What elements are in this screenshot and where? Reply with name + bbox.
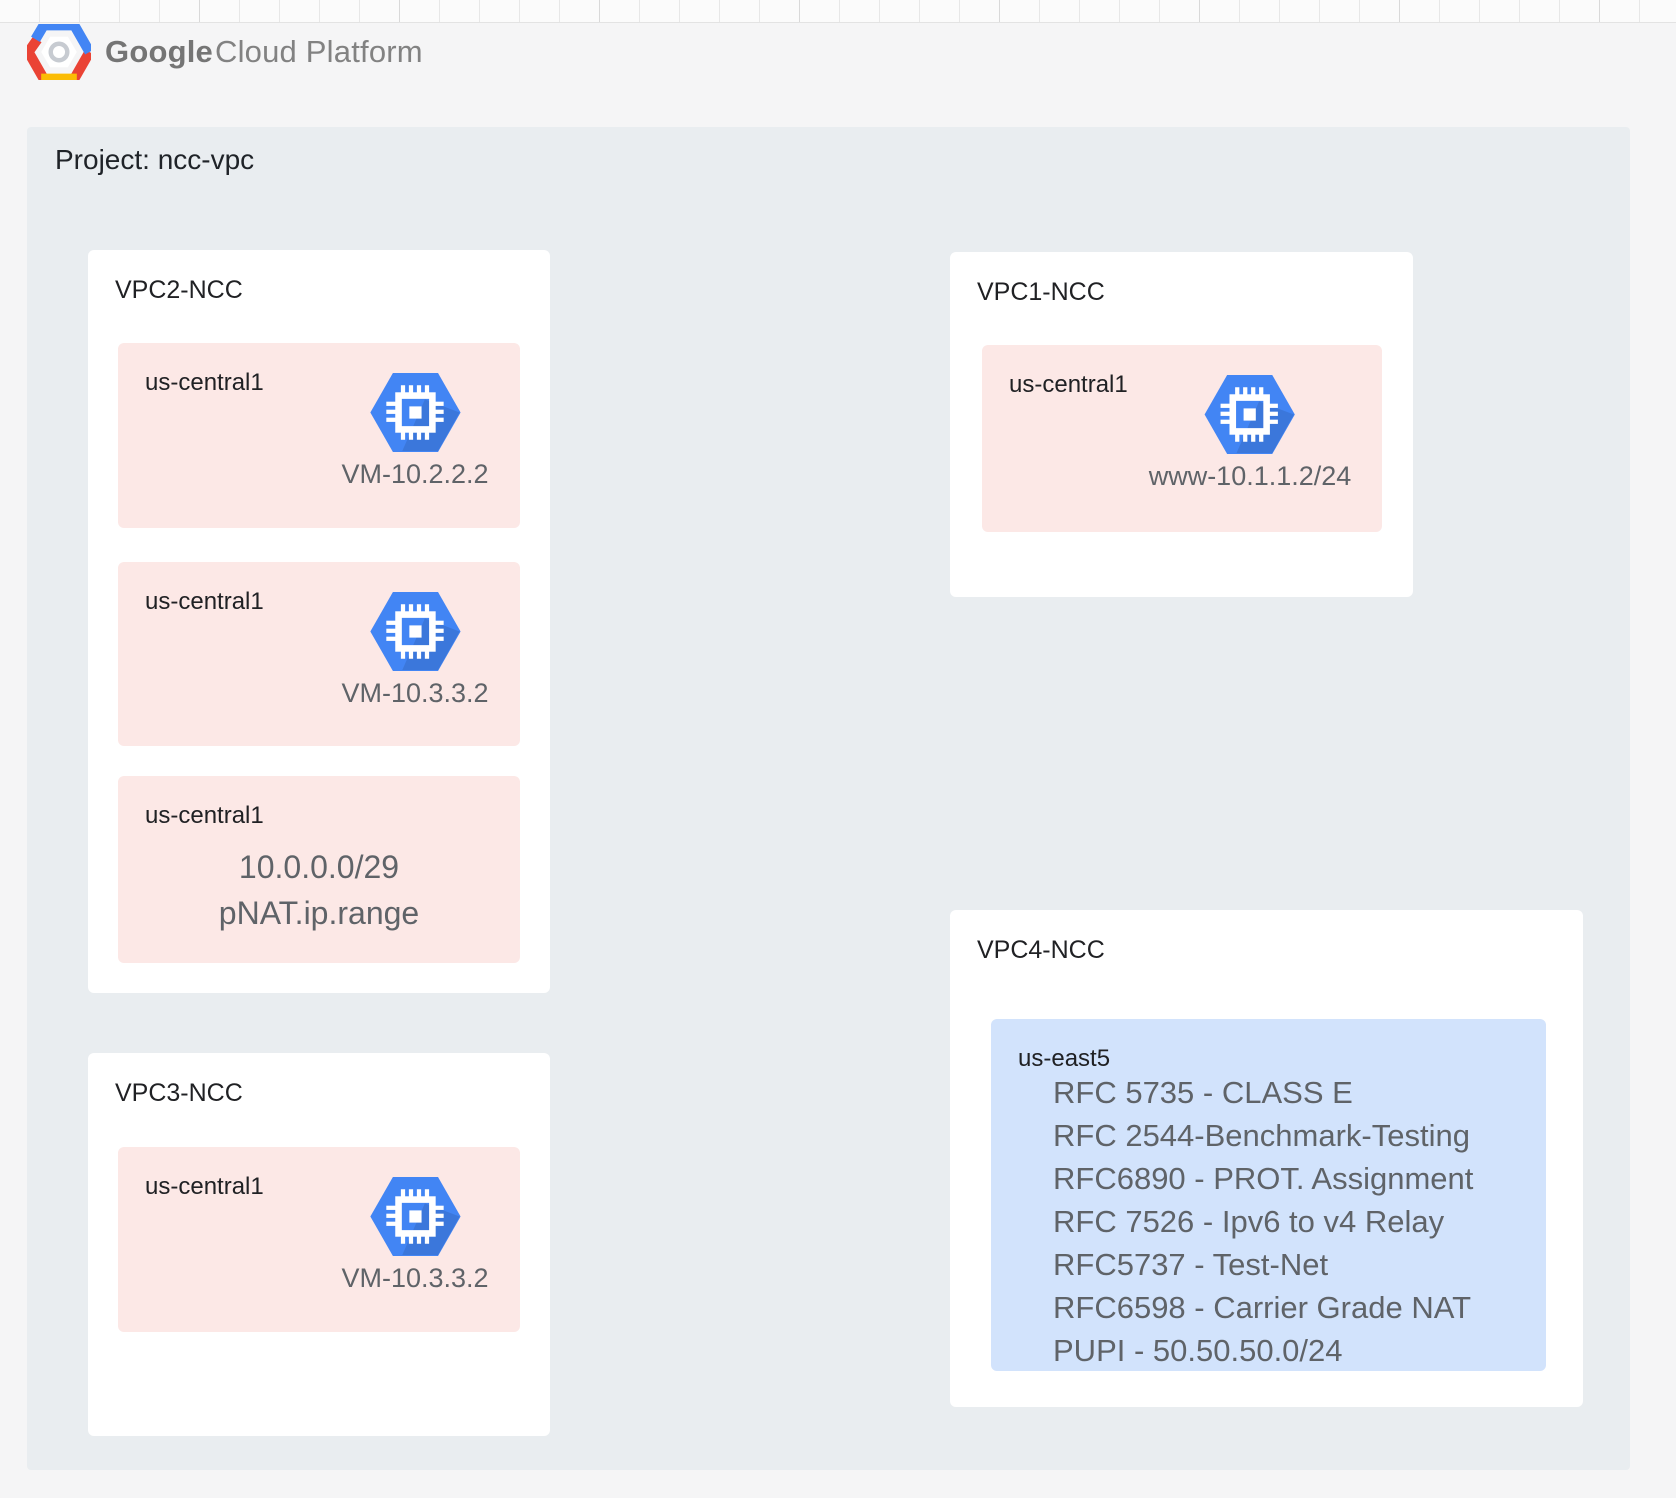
vpc-card-vpc2-ncc: VPC2-NCC us-central1 VM-10.2.2.2 us-cent… [88, 250, 550, 993]
vpc-card-vpc4-ncc: VPC4-NCC us-east5 RFC 5735 - CLASS E RFC… [950, 910, 1583, 1407]
rfc-line: RFC6598 - Carrier Grade NAT [1053, 1290, 1472, 1325]
compute-engine-icon [368, 371, 462, 454]
region-label: us-central1 [145, 369, 264, 396]
vpc-card-vpc3-ncc: VPC3-NCC us-central1 VM-10.3.3.2 [88, 1053, 550, 1436]
vpc-title: VPC3-NCC [115, 1079, 243, 1107]
vpc-card-vpc1-ncc: VPC1-NCC us-central1 www-10.1.1.2/24 [950, 252, 1413, 597]
rfc-line: RFC5737 - Test-Net [1053, 1247, 1329, 1282]
rfc-line: RFC 2544-Benchmark-Testing [1053, 1118, 1470, 1153]
project-container: Project: ncc-vpc VPC2-NCC us-central1 VM… [27, 127, 1630, 1470]
vm-label: VM-10.2.2.2 [341, 459, 489, 489]
vm-label: www-10.1.1.2/24 [1148, 461, 1352, 491]
rfc-line: PUPI - 50.50.50.0/24 [1053, 1333, 1343, 1368]
region-label: us-central1 [145, 588, 264, 615]
vpc-title: VPC1-NCC [977, 278, 1105, 306]
pnat-ip-range: 10.0.0.0/29 pNAT.ip.range [118, 844, 520, 936]
vpc-title: VPC2-NCC [115, 276, 243, 304]
gcp-logo: GoogleCloud Platform [27, 24, 423, 80]
logo-text-cloud-platform: Cloud Platform [214, 34, 423, 69]
subnet-box-vm-10-3-3-2: us-central1 VM-10.3.3.2 [118, 1147, 520, 1332]
vpc-title: VPC4-NCC [977, 936, 1105, 964]
region-label: us-central1 [145, 802, 264, 829]
subnet-box-rfc-ranges: us-east5 RFC 5735 - CLASS E RFC 2544-Ben… [991, 1019, 1546, 1371]
subnet-box-pnat-range: us-central1 10.0.0.0/29 pNAT.ip.range [118, 776, 520, 963]
rfc-line: RFC 7526 - Ipv6 to v4 Relay [1053, 1204, 1445, 1239]
subnet-box-vm-10-3-3-2: us-central1 VM-10.3.3.2 [118, 562, 520, 746]
vm-instance: VM-10.3.3.2 [341, 1175, 489, 1294]
project-label: Project: ncc-vpc [55, 144, 255, 175]
vm-label: VM-10.3.3.2 [341, 678, 489, 708]
compute-engine-icon [368, 1175, 462, 1258]
canvas-grid [0, 0, 1676, 23]
rfc-line: RFC6890 - PROT. Assignment [1053, 1161, 1474, 1196]
rfc-line: RFC 5735 - CLASS E [1053, 1075, 1353, 1110]
gcp-logo-icon [27, 24, 91, 80]
rfc-range-list: RFC 5735 - CLASS E RFC 2544-Benchmark-Te… [1053, 1071, 1536, 1372]
logo-text-google: Google [105, 34, 213, 69]
pnat-cidr: 10.0.0.0/29 [238, 849, 400, 885]
vm-instance: VM-10.3.3.2 [341, 590, 489, 709]
vm-instance: www-10.1.1.2/24 [1148, 373, 1352, 492]
region-label: us-central1 [145, 1173, 264, 1200]
vm-label: VM-10.3.3.2 [341, 1263, 489, 1293]
pnat-label: pNAT.ip.range [218, 895, 420, 931]
compute-engine-icon [1203, 373, 1297, 456]
vm-instance: VM-10.2.2.2 [341, 371, 489, 490]
region-label: us-central1 [1009, 371, 1128, 398]
region-label: us-east5 [1018, 1045, 1111, 1072]
subnet-box-vm-10-2-2-2: us-central1 VM-10.2.2.2 [118, 343, 520, 528]
compute-engine-icon [368, 590, 462, 673]
gcp-logo-text: GoogleCloud Platform [105, 34, 423, 70]
subnet-box-www-10-1-1-2: us-central1 www-10.1.1.2/24 [982, 345, 1382, 532]
